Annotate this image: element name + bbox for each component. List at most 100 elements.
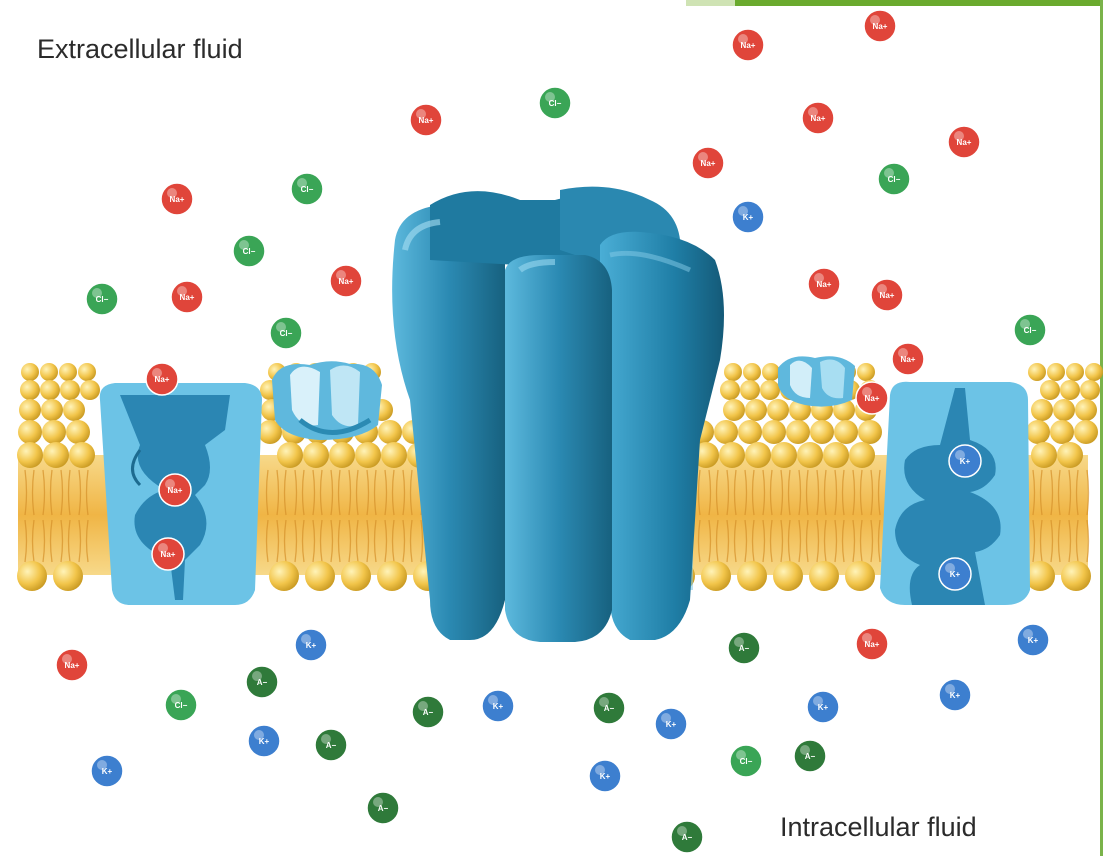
lipid-tail [78, 469, 82, 516]
lipid-head [60, 380, 80, 400]
lipid-tail [877, 469, 881, 516]
ion-sphere [592, 691, 626, 725]
lipid-head [745, 442, 771, 468]
lipid-tail [355, 519, 359, 563]
ion-na: Na+ [691, 146, 725, 180]
lipid-tail [715, 469, 719, 516]
lipid-head [377, 561, 407, 591]
ion-sphere [151, 537, 185, 571]
lipid-tail [834, 469, 838, 516]
lipid-head [63, 399, 85, 421]
ion-sphere [158, 473, 192, 507]
lipid-tail [355, 469, 359, 516]
ion-label: Na+ [741, 41, 756, 50]
lipid-head [258, 420, 282, 444]
ion-highlight [661, 713, 671, 723]
lipid-head [738, 420, 762, 444]
ion-label: A− [326, 741, 337, 750]
lipid-head [1025, 561, 1055, 591]
ion-sphere [170, 280, 204, 314]
ion-sphere [247, 724, 281, 758]
lipid-tail [744, 519, 748, 563]
ion-label: K+ [600, 772, 611, 781]
ion-label: A− [378, 804, 389, 813]
ion-na: Na+ [151, 537, 185, 571]
ion-sphere [948, 444, 982, 478]
ion-label: K+ [102, 767, 113, 776]
ion-label: Na+ [865, 640, 880, 649]
lipid-tail [787, 469, 791, 516]
ion-k: K+ [654, 707, 688, 741]
lipid-tail [391, 469, 395, 516]
lipid-tail [1050, 469, 1054, 516]
ion-sphere [793, 739, 827, 773]
ion-na: Na+ [55, 648, 89, 682]
ion-sphere [160, 182, 194, 216]
ion-highlight [814, 273, 824, 283]
ion-highlight [301, 634, 311, 644]
lipid-head [341, 561, 371, 591]
ion-sphere [85, 282, 119, 316]
lipid-head [18, 420, 42, 444]
ion-highlight [738, 206, 748, 216]
lipid-head [1040, 380, 1060, 400]
lipid-tail [420, 519, 424, 563]
lipid-head [809, 561, 839, 591]
ion-cl: Cl− [232, 234, 266, 268]
lipid-tail [348, 469, 352, 516]
ion-sphere [294, 628, 328, 662]
ion-highlight [276, 322, 286, 332]
ion-sphere [727, 631, 761, 665]
lipid-tail [42, 469, 46, 516]
ion-sphere [588, 759, 622, 793]
lipid-head [66, 420, 90, 444]
ion-sphere [232, 234, 266, 268]
ion-na: Na+ [329, 264, 363, 298]
ion-sphere [90, 754, 124, 788]
lipid-tail [823, 469, 827, 516]
lipid-head [1026, 420, 1050, 444]
ion-na: Na+ [807, 267, 841, 301]
lipid-tail [798, 469, 802, 516]
lipid-tail [85, 469, 89, 516]
ion-k: K+ [806, 690, 840, 724]
lipid-tail [373, 469, 377, 516]
ion-sphere [1013, 313, 1047, 347]
lipid-head [723, 399, 745, 421]
ion-highlight [165, 479, 175, 489]
lipid-tail [697, 469, 701, 516]
lipid-tail [330, 519, 334, 563]
ion-highlight [808, 107, 818, 117]
ion-label: Cl− [888, 175, 901, 184]
ion-label: Na+ [817, 280, 832, 289]
ion-k: K+ [731, 200, 765, 234]
ion-cl: Cl− [164, 688, 198, 722]
lipid-head [857, 363, 875, 381]
lipid-head [810, 420, 834, 444]
ion-sphere [731, 200, 765, 234]
ion-label: Na+ [419, 116, 434, 125]
lipid-tail [348, 519, 352, 563]
lipid-head [762, 363, 780, 381]
ion-highlight [884, 168, 894, 178]
ion-sphere [891, 342, 925, 376]
lipid-tail [1057, 469, 1061, 516]
ion-label: A− [604, 704, 615, 713]
lipid-tail [49, 519, 53, 563]
ion-label: Na+ [873, 22, 888, 31]
lipid-tail [769, 519, 773, 563]
lipid-head [834, 420, 858, 444]
ion-a: A− [793, 739, 827, 773]
ion-sphere [938, 557, 972, 591]
lipid-head [701, 561, 731, 591]
lipid-tail [780, 519, 784, 563]
ion-highlight [177, 286, 187, 296]
ion-label: K+ [950, 570, 961, 579]
ion-sphere [366, 791, 400, 825]
ion-label: Cl− [96, 295, 109, 304]
ion-label: Na+ [161, 550, 176, 559]
lipid-tail [409, 519, 413, 563]
ion-sphere [290, 172, 324, 206]
ion-highlight [297, 178, 307, 188]
lipid-tail [805, 519, 809, 563]
